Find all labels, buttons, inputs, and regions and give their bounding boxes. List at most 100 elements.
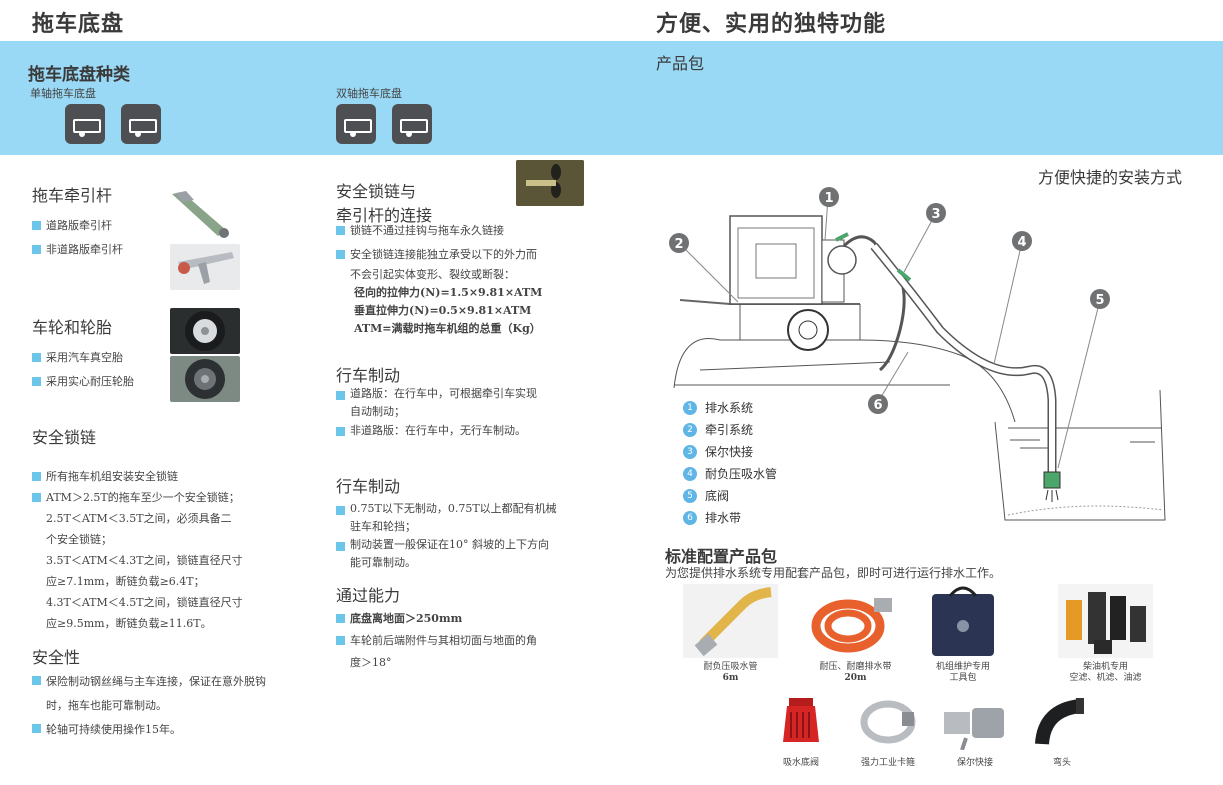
solid-tire-image [170,356,240,402]
list-item: 不会引起实体变形、裂纹或断裂： [350,268,515,281]
diagram-marker-1: 1 [819,187,839,207]
wheels-heading: 车轮和轮胎 [32,318,113,337]
list-item: 2.5T＜ATM＜3.5T之间，必须具备二 [46,512,232,525]
chain-heading: 安全锁链 [32,428,97,447]
product-foot-valve: 吸水底阀 [767,694,835,769]
product-tool-bag: 机组维护专用 工具包 [930,584,1025,684]
drawbar-list: 道路版牵引杆 非道路版牵引杆 [32,215,123,260]
suction-hose-image [683,584,778,658]
safety-list: 保险制动钢丝绳与主车连接，保证在意外脱钩 时，拖车也能可靠制动。 轮轴可持续使用… [32,670,322,742]
single-axle-generator-icon [121,104,161,144]
installation-diagram: 1 2 3 4 5 6 [669,187,1166,521]
drawbar-heading: 拖车牵引杆 [32,186,113,205]
chain-photo [516,160,584,206]
offroad-drawbar-image [170,244,240,290]
list-item: 道路版牵引杆 [32,215,123,236]
list-item: 应≥7.1mm，断链负载≥6.4T； [46,575,205,588]
brake1-list: 道路版：在行车中，可根据牵引车实现 自动制动； 非道路版：在行车中，无行车制动。 [336,385,606,441]
road-drawbar-image [172,191,229,238]
list-item: 个安全锁链； [46,533,112,546]
double-axle-label: 双轴拖车底盘 [336,87,402,100]
tool-bag-image [932,586,994,656]
list-item: 采用实心耐压轮胎 [32,371,134,392]
list-item: ATM＞2.5T的拖车至少一个安全锁链； [32,487,322,508]
list-item: 0.75T以下无制动，0.75T以上都配有机械 [336,500,606,518]
brake2-list: 0.75T以下无制动，0.75T以上都配有机械 驻车和轮挡； 制动装置一般保证在… [336,500,606,572]
std-config-heading: 标准配置产品包 [665,547,778,566]
list-item: 度＞18° [350,656,392,669]
diagram-marker-4: 4 [1012,231,1032,251]
list-item: 道路版：在行车中，可根据牵引车实现 [336,385,606,403]
svg-text:5: 5 [1095,293,1104,308]
list-item: 3.5T＜ATM＜4.3T之间，锁链直径尺寸 [46,554,243,567]
list-item: 轮轴可持续使用操作15年。 [32,718,322,742]
list-item: 自动制动； [350,405,405,418]
clamp-image [860,700,916,744]
list-item: 驻车和轮挡； [350,520,416,533]
lockchain-heading-2: 牵引杆的连接 [336,206,433,225]
safety-heading: 安全性 [32,648,81,667]
std-config-subtitle: 为您提供排水系统专用配套产品包，即时可进行运行排水工作。 [665,566,1002,580]
list-item: 锁链不通过挂钩与拖车永久链接 [336,220,606,242]
wheels-list: 采用汽车真空胎 采用实心耐压轮胎 [32,347,134,392]
list-item: 应≥9.5mm，断链负载≥11.6T。 [46,617,212,630]
elbow-image [1035,698,1084,745]
diagram-marker-6: 6 [868,394,888,414]
list-item: 安全锁链连接能独立承受以下的外力而 [336,244,606,266]
left-page-title: 拖车底盘 [32,11,125,37]
pass-list: 底盘离地面＞250mm 车轮前后端附件与其相切面与地面的角 度＞18° [336,608,606,674]
list-item: 非道路版牵引杆 [32,239,123,260]
single-axle-trailer-icon [65,104,105,144]
svg-text:4: 4 [1017,235,1026,250]
list-item: 制动装置一般保证在10° 斜坡的上下方向 [336,536,606,554]
diagram-marker-2: 2 [669,233,689,253]
svg-text:3: 3 [931,207,940,222]
list-item: 垂直拉伸力(N)=0.5×9.81×ATM [354,304,532,317]
product-suction-hose: 耐负压吸水管 6m [683,584,778,684]
quick-coupling-image [944,708,1004,751]
product-clamp: 强力工业卡箍 [854,694,922,769]
product-elbow: 弯头 [1028,694,1096,769]
list-item: 时，拖车也能可靠制动。 [46,699,167,712]
brake1-heading: 行车制动 [336,366,401,385]
list-item: 车轮前后端附件与其相切面与地面的角 [336,630,606,652]
pass-heading: 通过能力 [336,586,401,605]
foot-valve-image [783,698,819,742]
filters-image [1058,584,1153,658]
list-item: 4.3T＜ATM＜4.5T之间，锁链直径尺寸 [46,596,243,609]
vacuum-tire-image [170,308,240,354]
discharge-hose-image [811,598,892,653]
diagram-marker-3: 3 [926,203,946,223]
product-filters: 柴油机专用 空滤、机滤、油滤 [1058,584,1153,684]
product-discharge-hose: 耐压、耐磨排水带 20m [808,584,903,684]
double-axle-generator-icon [392,104,432,144]
chassis-types-heading: 拖车底盘种类 [28,65,130,85]
diagram-marker-5: 5 [1090,289,1110,309]
lockchain-heading-1: 安全锁链与 [336,182,417,201]
svg-text:6: 6 [873,398,882,413]
top-band-right [614,41,1223,155]
svg-text:2: 2 [674,237,683,252]
product-quick-coupling: 保尔快接 [940,694,1010,769]
list-item: 能可靠制动。 [350,556,416,569]
list-item: 非道路版：在行车中，无行车制动。 [336,421,606,441]
brake2-heading: 行车制动 [336,477,401,496]
list-item: 所有拖车机组安装安全锁链 [32,466,322,487]
list-item: ATM=满载时拖车机组的总重（Kg） [354,322,541,335]
install-heading: 方便快捷的安装方式 [1038,168,1183,187]
list-item: 径向的拉伸力(N)=1.5×9.81×ATM [354,286,543,299]
svg-text:1: 1 [824,191,833,206]
list-item: 底盘离地面＞250mm [336,608,606,630]
product-pack-heading: 产品包 [656,54,705,73]
single-axle-label: 单轴拖车底盘 [30,87,96,100]
right-page-title: 方便、实用的独特功能 [656,11,887,37]
lockchain-list: 锁链不通过挂钩与拖车永久链接 安全锁链连接能独立承受以下的外力而 不会引起实体变… [336,220,606,338]
chain-list: 所有拖车机组安装安全锁链 ATM＞2.5T的拖车至少一个安全锁链； 2.5T＜A… [32,466,322,634]
